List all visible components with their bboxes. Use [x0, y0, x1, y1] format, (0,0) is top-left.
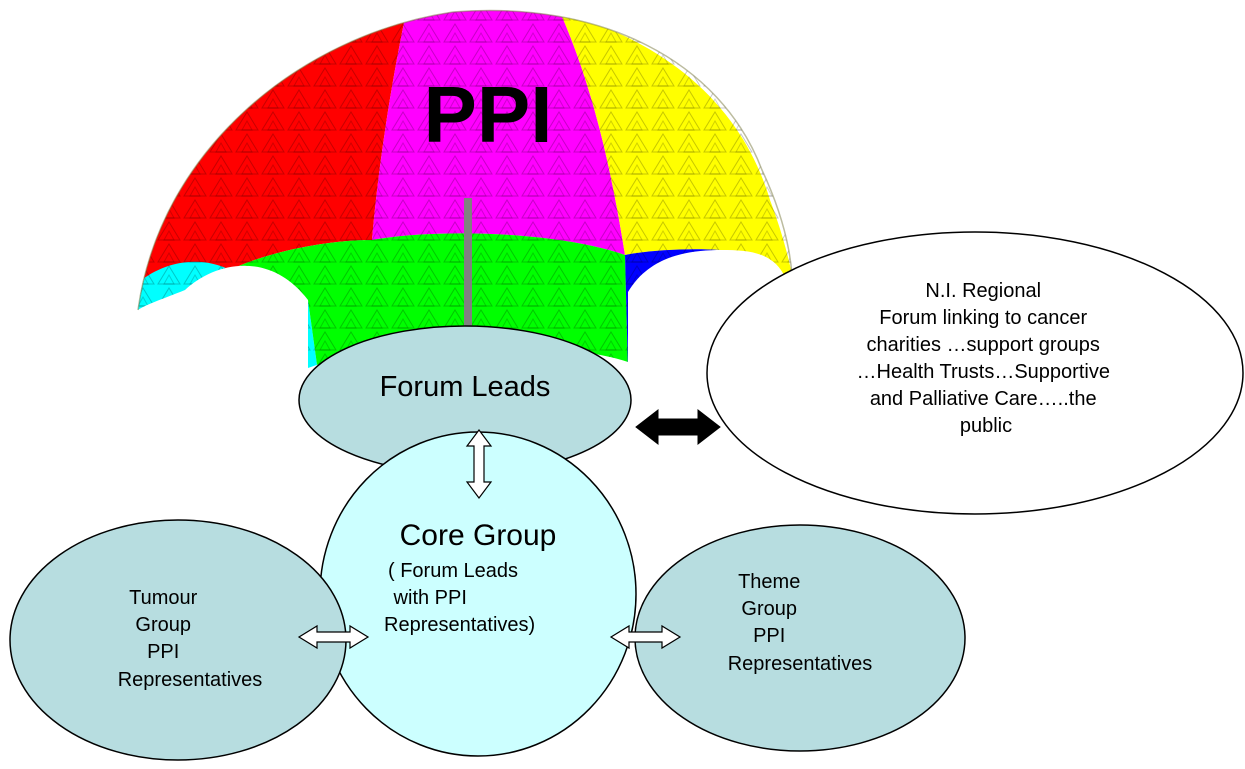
theme-group-line: Theme	[738, 571, 800, 593]
tumour-group-node	[9, 519, 347, 761]
theme-group-text: Theme Group PPI Representatives	[728, 571, 873, 675]
regional-forum-line: …Health Trusts…Supportive	[857, 361, 1110, 383]
theme-group-node	[634, 524, 966, 752]
forum-leads-label: Forum Leads	[380, 371, 551, 403]
core-group-title: Core Group	[400, 519, 557, 552]
umbrella-pole	[464, 198, 472, 348]
regional-forum-text: N.I. Regional Forum linking to cancer ch…	[857, 280, 1116, 437]
theme-group-line: PPI	[753, 625, 785, 647]
umbrella-canopy	[138, 10, 793, 368]
core-group-detail: ( Forum Leads with PPI Representatives)	[384, 560, 535, 636]
regional-forum-line: public	[960, 415, 1012, 437]
core-group-line: with PPI	[388, 587, 467, 609]
core-theme-arrow	[609, 624, 682, 650]
regional-forum-line: charities …support groups	[866, 334, 1099, 356]
forum-regional-arrow	[635, 408, 721, 446]
tumour-group-line: PPI	[147, 641, 179, 663]
tumour-core-arrow	[297, 624, 370, 650]
theme-group-line: Representatives	[728, 653, 873, 675]
core-group-line: ( Forum Leads	[388, 560, 518, 582]
regional-forum-line: Forum linking to cancer	[879, 307, 1087, 329]
regional-forum-line: N.I. Regional	[925, 280, 1041, 302]
regional-forum-line: and Palliative Care…..the	[870, 388, 1097, 410]
tumour-group-line: Group	[135, 614, 191, 636]
tumour-group-line: Tumour	[129, 587, 198, 609]
tumour-group-text: Tumour Group PPI Representatives	[118, 587, 263, 691]
tumour-group-line: Representatives	[118, 669, 263, 691]
umbrella-title: PPI	[424, 70, 553, 159]
theme-group-line: Group	[741, 598, 797, 620]
core-group-line: Representatives)	[384, 614, 535, 636]
forum-core-arrow	[465, 429, 493, 499]
regional-forum-node	[706, 231, 1244, 515]
